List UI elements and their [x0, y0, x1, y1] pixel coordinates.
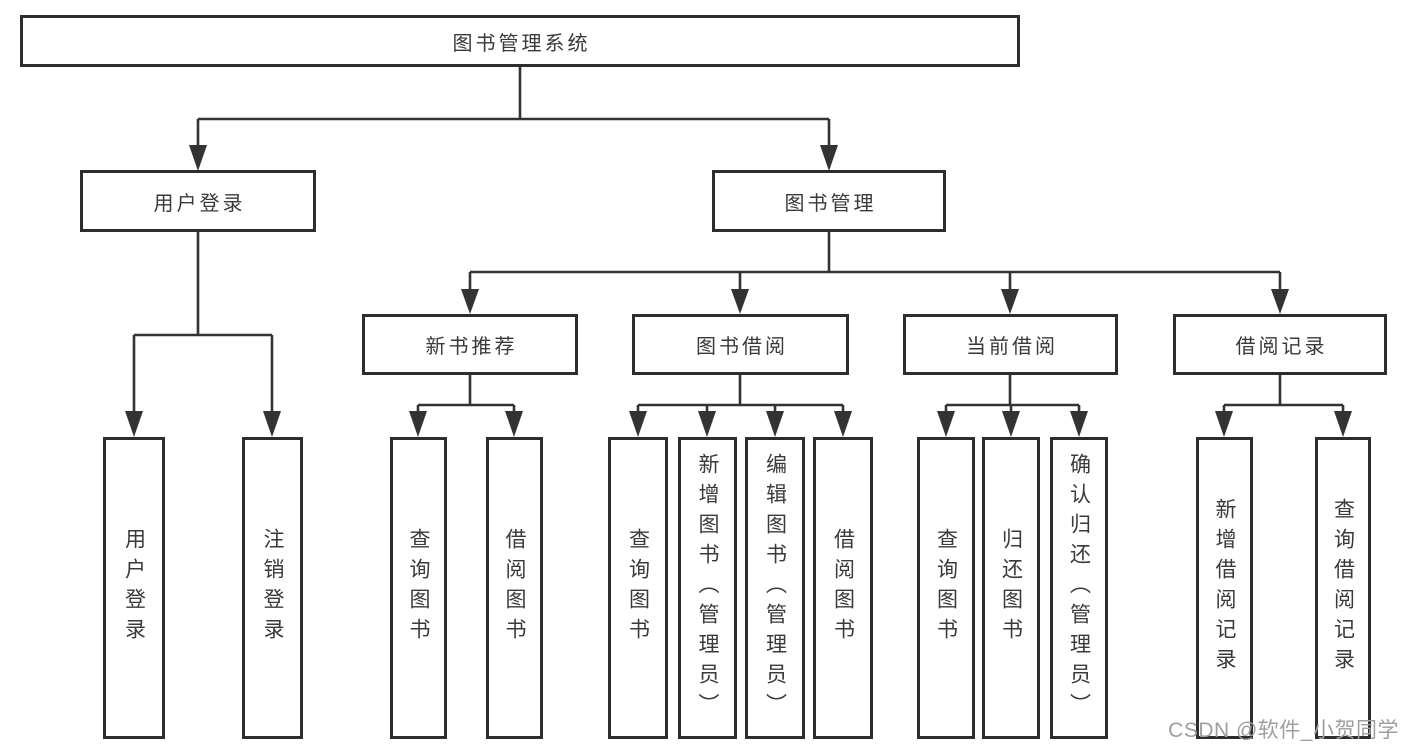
arrowhead: [834, 411, 852, 437]
node-book-management: 图书管理: [712, 170, 946, 232]
leaf-logout: 注销登录: [242, 437, 303, 739]
edge-records-to-leaves: [1215, 374, 1352, 437]
leaf-return-books: 归还图书: [982, 437, 1040, 739]
arrowhead: [461, 289, 479, 314]
leaf-user-login: 用户登录: [103, 437, 165, 739]
node-label: 新增借阅记录: [1213, 498, 1236, 678]
leaf-query-books-recommend: 查询图书: [390, 437, 447, 739]
leaf-query-books-current: 查询图书: [917, 437, 975, 739]
arrowhead: [1215, 411, 1233, 437]
node-user-login: 用户登录: [80, 170, 316, 232]
node-label: 查询借阅记录: [1331, 498, 1355, 678]
node-label: 借阅记录: [1235, 336, 1328, 358]
edge-user-login-to-leaves: [125, 232, 281, 437]
edge-root-to-level2: [189, 66, 838, 171]
node-label: 查询图书: [626, 528, 650, 648]
edge-borrow-to-leaves: [629, 374, 852, 437]
leaf-borrow-books: 借阅图书: [813, 437, 873, 739]
node-label: 用户登录: [122, 528, 146, 648]
node-label: 归还图书: [999, 528, 1023, 648]
node-label: 注销登录: [261, 528, 284, 648]
node-label: 借阅图书: [831, 528, 855, 648]
arrowhead: [937, 411, 955, 437]
node-library-system: 图书管理系统: [20, 15, 1020, 67]
node-borrowing-records: 借阅记录: [1173, 314, 1387, 375]
node-current-borrowing: 当前借阅: [903, 314, 1118, 375]
arrowhead: [1271, 289, 1289, 314]
arrowhead: [1002, 411, 1020, 437]
leaf-query-borrow-record: 查询借阅记录: [1315, 437, 1371, 739]
arrowhead: [505, 411, 523, 437]
node-book-borrowing: 图书借阅: [632, 314, 849, 375]
leaf-query-books-borrow: 查询图书: [608, 437, 668, 739]
edge-book-mgmt-to-level3: [461, 230, 1289, 314]
node-label: 用户登录: [153, 192, 246, 215]
node-label: 编辑图书（管理员）: [763, 453, 787, 723]
edge-new-book-to-leaves: [409, 374, 523, 437]
leaf-add-borrow-record: 新增借阅记录: [1196, 437, 1253, 739]
node-label: 新书推荐: [425, 336, 518, 358]
csdn-watermark: CSDN @软件_小贺同学: [1168, 719, 1399, 742]
arrowhead: [820, 145, 838, 171]
leaf-edit-books-admin: 编辑图书（管理员）: [745, 437, 805, 739]
node-label: 查询图书: [934, 528, 958, 648]
arrowhead: [125, 411, 143, 437]
node-label: 确认归还（管理员）: [1067, 453, 1091, 723]
leaf-borrow-books-recommend: 借阅图书: [486, 437, 543, 739]
arrowhead: [1070, 411, 1088, 437]
arrowhead: [263, 411, 281, 437]
node-label: 图书管理系统: [452, 32, 591, 55]
node-label: 当前借阅: [966, 336, 1058, 358]
edge-current-to-leaves: [937, 374, 1088, 437]
arrowhead: [189, 145, 207, 171]
node-label: 新增图书（管理员）: [696, 453, 719, 723]
arrowhead: [731, 289, 749, 314]
arrowhead: [409, 411, 427, 437]
node-new-book-recommendation: 新书推荐: [362, 314, 578, 375]
arrowhead: [1001, 289, 1019, 314]
node-label: 借阅图书: [503, 528, 526, 648]
leaf-confirm-return-admin: 确认归还（管理员）: [1050, 437, 1108, 739]
node-label: 查询图书: [407, 528, 430, 648]
arrowhead: [629, 411, 647, 437]
node-label: 图书管理: [784, 192, 877, 215]
arrowhead: [698, 411, 716, 437]
leaf-add-books-admin: 新增图书（管理员）: [678, 437, 737, 739]
arrowhead: [766, 411, 784, 437]
node-label: 图书借阅: [696, 336, 788, 358]
arrowhead: [1334, 411, 1352, 437]
